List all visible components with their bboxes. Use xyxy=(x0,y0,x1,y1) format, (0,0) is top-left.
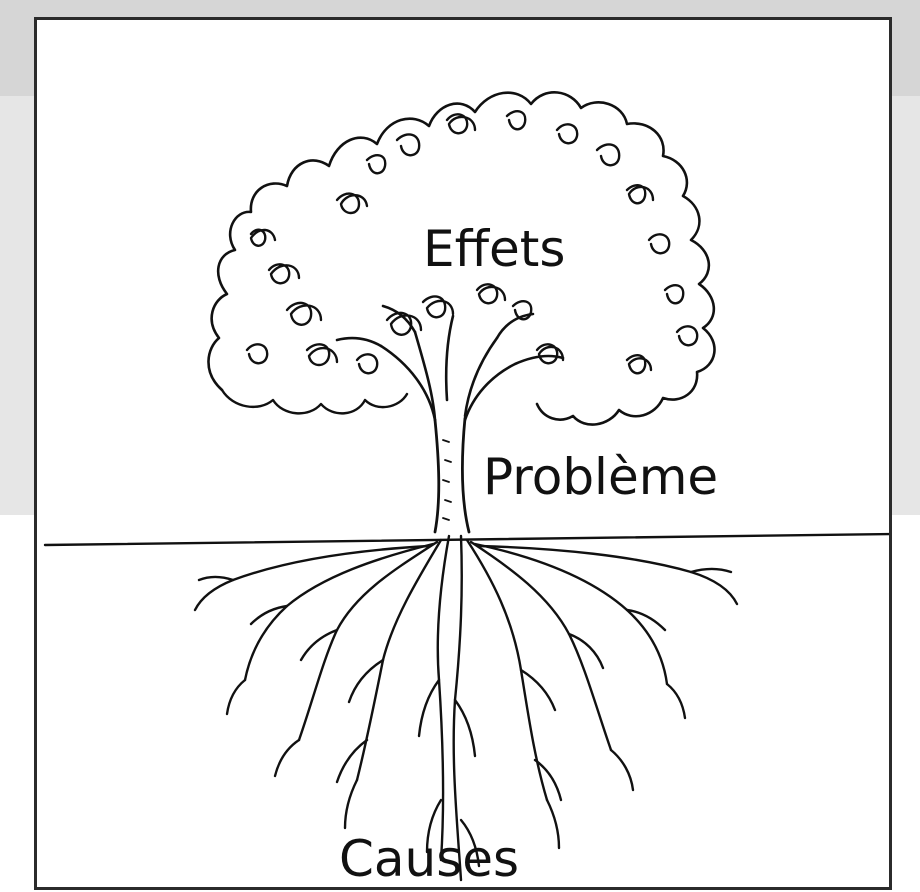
causes-label: Causes xyxy=(339,830,520,888)
tree-illustration xyxy=(43,91,889,882)
diagram-frame: Effets Problème Causes xyxy=(34,17,892,890)
tree-trunk xyxy=(433,416,471,534)
tree-branches xyxy=(335,304,565,422)
problem-label: Problème xyxy=(483,448,719,506)
tree-roots xyxy=(193,534,739,882)
effects-label: Effets xyxy=(423,220,566,278)
ground-line xyxy=(43,532,889,547)
